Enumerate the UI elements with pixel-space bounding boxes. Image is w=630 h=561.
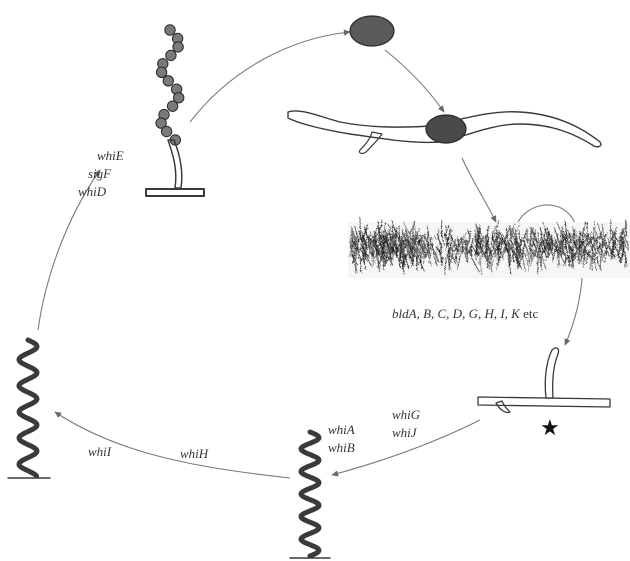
label-bld-rest: , B, C, D, G, H, I, K: [417, 306, 522, 321]
arrow-hypha-to-mycelium: [462, 158, 496, 222]
label-bld: bldA, B, C, D, G, H, I, K etc: [392, 306, 538, 321]
spore-body: [350, 16, 394, 46]
substrate-mycelium: [348, 217, 630, 278]
label-whiI: whiI: [88, 444, 112, 459]
label-whiH: whiH: [180, 446, 209, 461]
coiled-hypha-left: [8, 340, 50, 478]
spore-bead: [156, 67, 166, 77]
label-whiE: whiE: [97, 148, 124, 163]
arrow-germination-to-hypha: [385, 50, 444, 112]
label-whiJ: whiJ: [392, 425, 418, 440]
label-whiG: whiG: [392, 407, 421, 422]
spore-bead: [173, 42, 183, 52]
aerial-hypha: [478, 348, 610, 413]
spore-bead: [161, 126, 171, 136]
arrow-spores-to-germination: [190, 32, 350, 122]
label-whiA: whiA: [328, 422, 355, 437]
star-icon: ★: [540, 416, 560, 441]
label-whiD: whiD: [78, 184, 107, 199]
label-bld-prefix: bldA: [392, 306, 417, 321]
spore-chain: [146, 25, 204, 196]
coiled-hypha-center: [290, 432, 330, 558]
gene-labels: whiE sigF whiD bldA, B, C, D, G, H, I, K…: [78, 148, 538, 461]
spore-bead: [163, 76, 173, 86]
spore-bead: [165, 25, 175, 35]
spore-bead: [167, 101, 177, 111]
label-sigF: sigF: [88, 166, 112, 181]
spore-bead: [166, 50, 176, 60]
label-bld-suffix: etc: [520, 306, 539, 321]
label-whiB: whiB: [328, 440, 355, 455]
germinating-hypha: [288, 111, 601, 154]
